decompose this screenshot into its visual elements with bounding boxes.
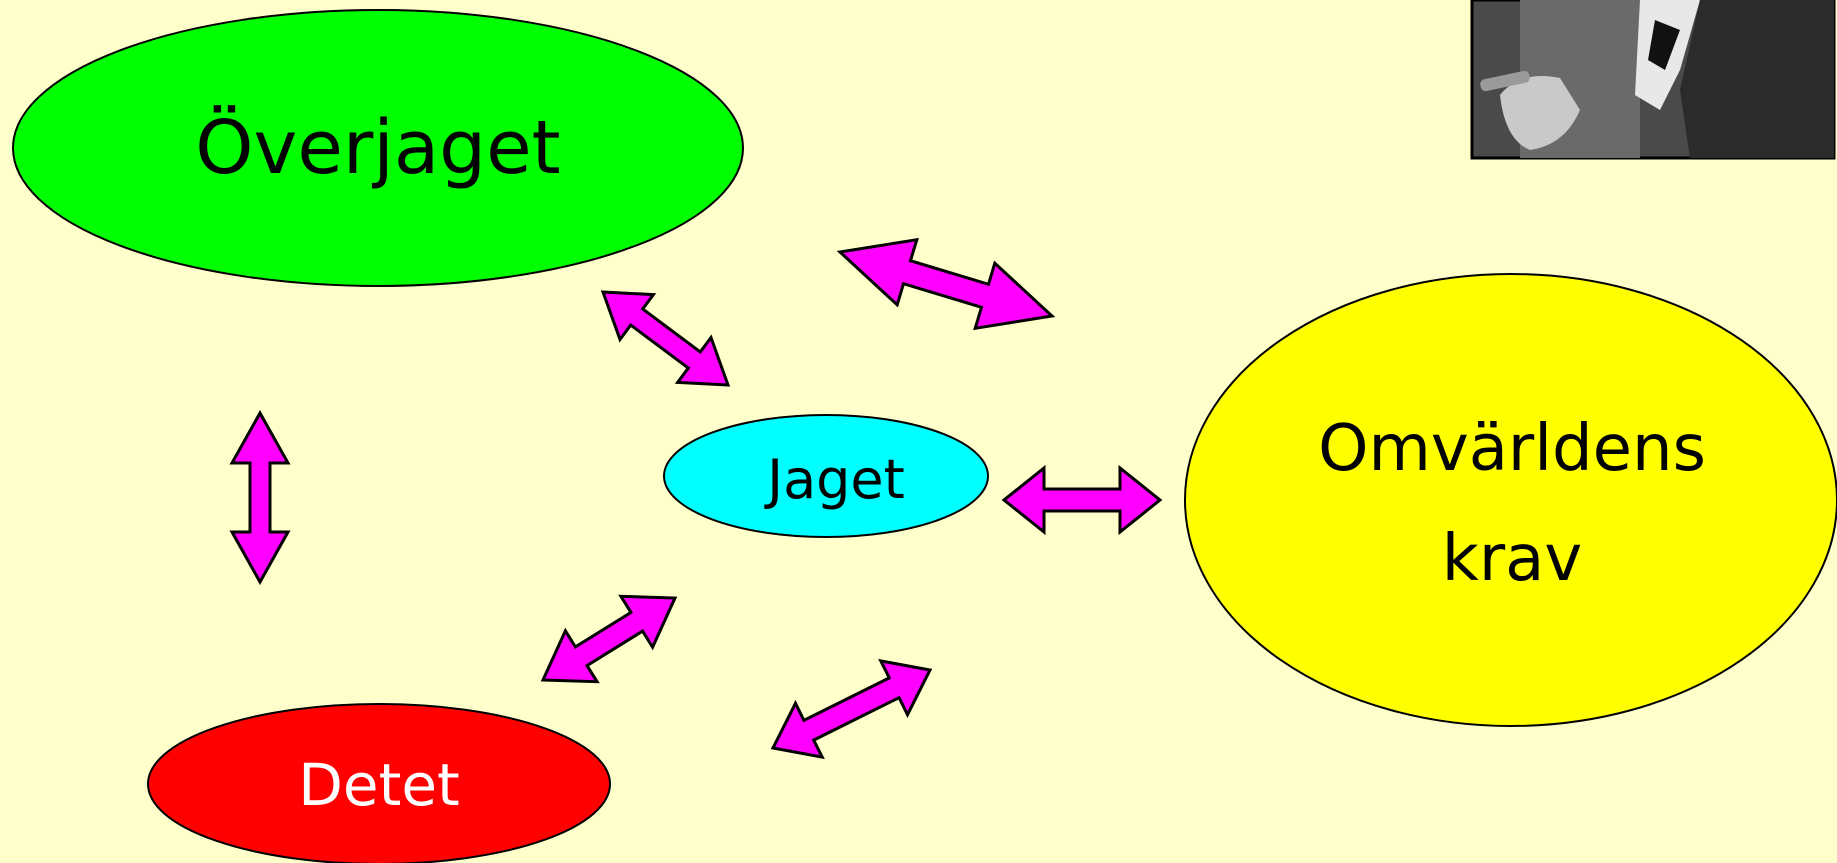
arrow-superego-ego-double-arrow — [600, 290, 731, 387]
arrow-superego-world-double-arrow — [836, 237, 1056, 331]
arrow-id-world-double-arrow — [770, 658, 933, 760]
arrow-ego-id-double-arrow — [540, 594, 678, 684]
portrait-photo — [1470, 0, 1836, 160]
id-label: Detet — [298, 751, 460, 819]
arrow-ego-world-double-arrow — [1001, 464, 1163, 536]
superego-ellipse — [12, 9, 744, 287]
ego-ellipse — [663, 414, 989, 538]
arrow-superego-id-double-arrow — [229, 409, 291, 586]
world-label-line1: Omvärldens — [1318, 412, 1706, 486]
world-label-line2: krav — [1442, 522, 1582, 596]
world-ellipse — [1184, 273, 1837, 727]
superego-label: Överjaget — [195, 104, 560, 191]
ego-label: Jaget — [764, 448, 905, 511]
id-ellipse — [147, 703, 611, 863]
